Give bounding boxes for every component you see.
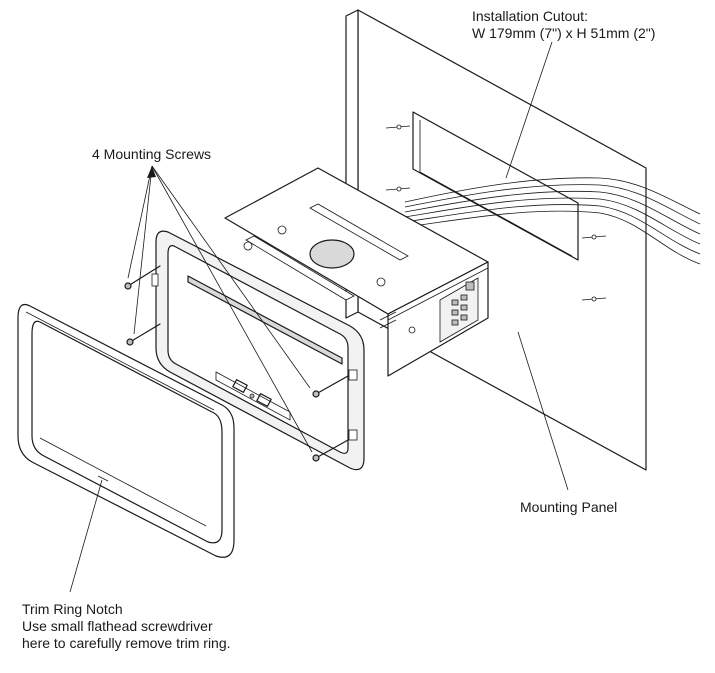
notch-title: Trim Ring Notch [22,601,123,617]
notch-instruction-2: here to carefully remove trim ring. [22,635,231,651]
leader-lines [69,41,569,593]
screw-4 [312,439,349,462]
screw-2 [126,323,161,346]
cutout-dimensions: W 179mm (7") x H 51mm (2") [472,25,656,41]
screw-1 [124,265,161,290]
wiring-harness [404,177,701,265]
panel-hole-marks [385,124,607,302]
installation-cutout-label: Installation Cutout: W 179mm (7") x H 51… [472,8,655,42]
mounting-screws [124,265,349,462]
notch-instruction-1: Use small flathead screwdriver [22,618,213,634]
trim-ring-notch [97,475,109,482]
radio-front-plate [151,230,365,471]
trim-ring-notch-label: Trim Ring Notch Use small flathead screw… [22,601,231,652]
mounting-screws-label: 4 Mounting Screws [92,146,212,162]
installation-cutout [412,111,579,261]
aux-port [256,393,272,407]
radio-chassis [224,167,489,377]
mounting-panel-label: Mounting Panel [520,499,618,515]
cutout-title: Installation Cutout: [472,8,588,24]
rear-connector [439,277,479,343]
screw-3 [312,375,349,398]
disc-slot [187,275,343,365]
trim-ring [17,303,235,558]
